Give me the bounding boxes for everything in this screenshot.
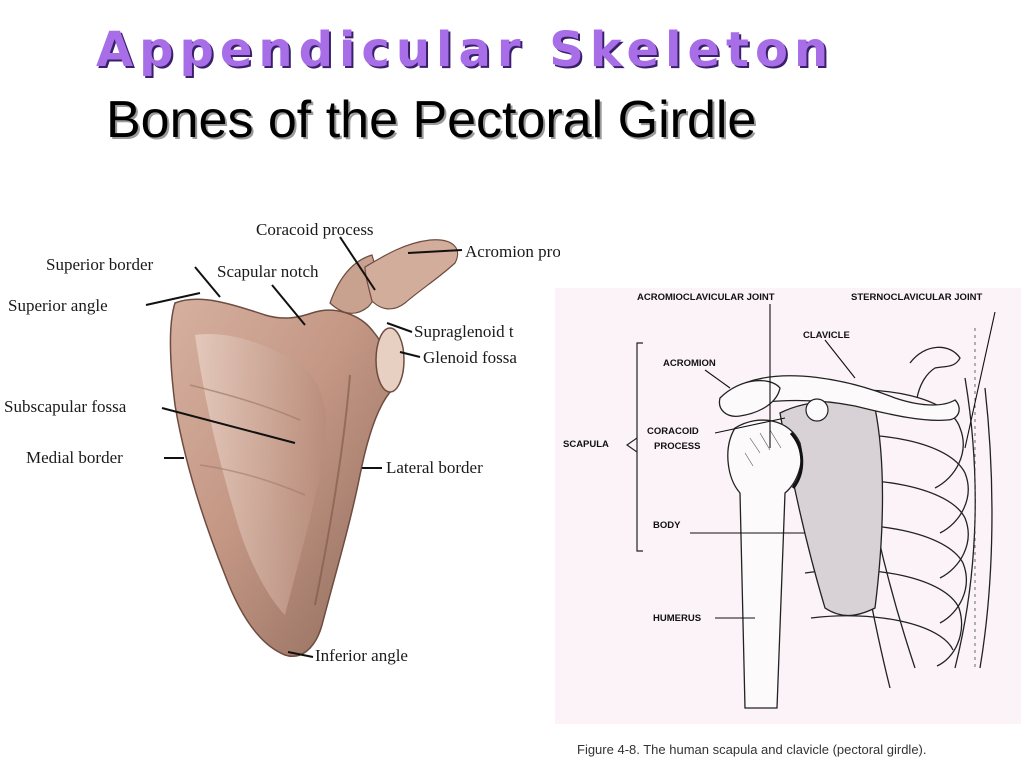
label-coracoid-process: Coracoid process bbox=[256, 220, 374, 239]
figure-caption: Figure 4-8. The human scapula and clavic… bbox=[577, 742, 927, 757]
label-sternoclavicular-joint: STERNOCLAVICULAR JOINT bbox=[851, 292, 982, 303]
glenoid-fossa-shape bbox=[375, 327, 405, 393]
label-body: BODY bbox=[653, 520, 681, 531]
scapula-illustration: Coracoid process Acromion process Superi… bbox=[4, 220, 560, 665]
slide-subtitle: Bones of the Pectoral Girdle bbox=[106, 91, 757, 149]
label-glenoid-fossa: Glenoid fossa bbox=[423, 348, 517, 367]
label-clavicle: CLAVICLE bbox=[803, 330, 850, 341]
label-coracoid-line2: PROCESS bbox=[654, 441, 700, 452]
label-coracoid-line1: CORACOID bbox=[647, 426, 699, 437]
label-acromion-process: Acromion process bbox=[465, 242, 560, 261]
label-humerus: HUMERUS bbox=[653, 613, 701, 624]
label-supraglenoid: Supraglenoid t bbox=[414, 322, 514, 341]
label-medial-border: Medial border bbox=[26, 448, 123, 467]
label-acromioclavicular-joint: ACROMIOCLAVICULAR JOINT bbox=[637, 292, 775, 303]
label-superior-border: Superior border bbox=[46, 255, 154, 274]
label-subscapular-fossa: Subscapular fossa bbox=[4, 397, 127, 416]
label-scapula: SCAPULA bbox=[563, 439, 609, 450]
label-superior-angle: Superior angle bbox=[8, 296, 108, 315]
label-acromion: ACROMION bbox=[663, 358, 716, 369]
label-scapular-notch: Scapular notch bbox=[217, 262, 319, 281]
slide-title: Appendicular Skeleton bbox=[96, 22, 835, 78]
label-lateral-border: Lateral border bbox=[386, 458, 483, 477]
girdle-acromion-shape bbox=[718, 379, 781, 417]
label-inferior-angle: Inferior angle bbox=[315, 646, 408, 665]
girdle-humerus-shape bbox=[727, 419, 803, 709]
acromion-process-shape bbox=[364, 239, 459, 310]
pectoral-girdle-figure: ACROMIOCLAVICULAR JOINT STERNOCLAVICULAR… bbox=[555, 288, 1021, 757]
